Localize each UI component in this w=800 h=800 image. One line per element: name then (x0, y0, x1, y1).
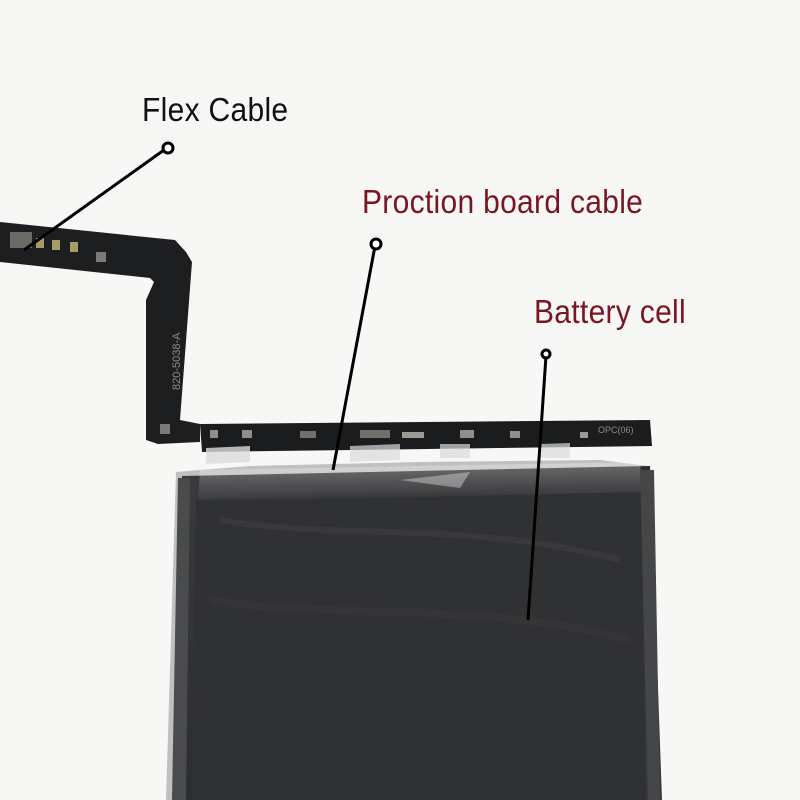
board-code: OPC(06) (598, 425, 634, 435)
battery-cell-label: Battery cell (534, 293, 686, 331)
flex-cable (0, 222, 200, 444)
pointer-protection-board-cable (331, 237, 383, 471)
board-marking: 820-5038-A (171, 332, 183, 390)
flex-cable-label: Flex Cable (142, 91, 289, 129)
pointer-battery-cell (526, 348, 552, 621)
protection-board-cable-label: Proction board cable (362, 183, 644, 221)
protection-board (200, 420, 652, 464)
battery-cell (166, 460, 662, 800)
pointer-flex-cable (23, 141, 175, 252)
